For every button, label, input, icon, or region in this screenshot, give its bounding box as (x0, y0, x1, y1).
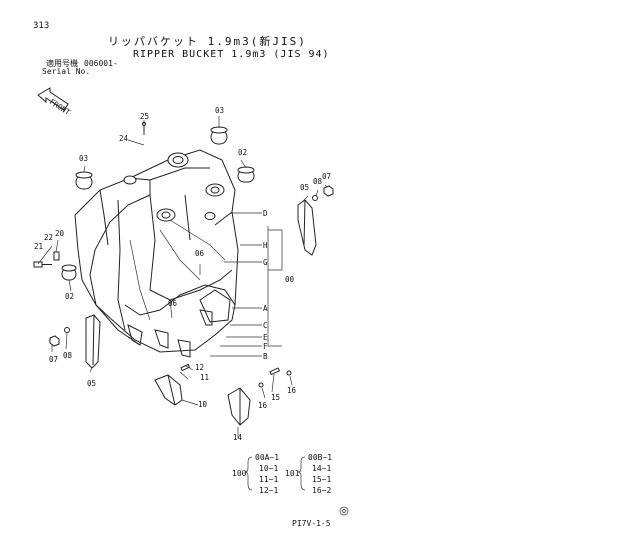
bucket-body (74, 149, 239, 358)
letter-d: D (263, 209, 268, 218)
serial-label-en: Serial No. (42, 67, 91, 76)
letter-e: E (263, 333, 268, 342)
kit-100-row-3: 11~1 (259, 475, 279, 484)
kit-100-row-2: 10~1 (259, 464, 279, 473)
part-21: 21 (34, 242, 43, 251)
page-number: 313 (33, 21, 50, 31)
part-15: 15 (271, 393, 280, 402)
letter-c: C (263, 321, 268, 330)
part-05-left: 05 (87, 379, 96, 388)
letter-f: F (263, 342, 268, 351)
part-03-top: 03 (215, 106, 224, 115)
part-03-left: 03 (79, 154, 88, 163)
part-06-lower: 06 (168, 299, 178, 308)
side-cutters (49, 185, 334, 369)
letter-labels: D H G A C E F B (263, 209, 268, 361)
footer-code: PI7V-1-5 (292, 519, 331, 528)
part-06-upper: 06 (195, 249, 205, 258)
serial-value: 006001- (84, 59, 118, 68)
title-english: RIPPER BUCKET 1.9m3 (JIS 94) (133, 49, 330, 60)
kit-braces (244, 456, 306, 491)
part-20: 20 (55, 229, 65, 238)
part-25: 25 (140, 112, 149, 121)
part-labels: 25 24 03 03 02 02 22 20 21 05 05 08 08 0… (34, 106, 331, 442)
kit-101-row-2: 14~1 (312, 464, 332, 473)
part-11: 11 (200, 373, 209, 382)
kit-100-number: 100 (232, 469, 247, 478)
part-07-left: 07 (49, 355, 58, 364)
part-22: 22 (44, 233, 53, 242)
kit-100-row-1: 00A~1 (255, 453, 280, 462)
part-08-right: 08 (313, 177, 323, 186)
title-japanese: リッパバケット 1.9m3(新JIS) (108, 35, 307, 48)
part-16-right: 16 (287, 386, 297, 395)
part-10: 10 (198, 400, 208, 409)
part-07-right: 07 (322, 172, 331, 181)
letter-b: B (263, 352, 268, 361)
part-08-left: 08 (63, 351, 73, 360)
front-arrow: FRONT (37, 87, 72, 117)
serial-label-jp: 適用号機 (46, 59, 78, 68)
bushings (33, 122, 255, 281)
part-16-left: 16 (258, 401, 268, 410)
kit-101-row-3: 15~1 (312, 475, 332, 484)
part-14: 14 (233, 433, 243, 442)
part-02-right: 02 (238, 148, 247, 157)
circled-mark (339, 506, 349, 516)
letter-h: H (263, 241, 268, 250)
kit-101-row-1: 00B~1 (308, 453, 333, 462)
letter-g: G (263, 258, 268, 267)
part-00: 00 (285, 275, 295, 284)
part-02-left: 02 (65, 292, 74, 301)
part-24: 24 (119, 134, 129, 143)
reference-lines (37, 116, 328, 438)
kit-101-row-4: 16~2 (312, 486, 332, 495)
part-12: 12 (195, 363, 204, 372)
kit-101-number: 101 (285, 469, 300, 478)
part-05-right: 05 (300, 183, 309, 192)
kit-100-row-4: 12~1 (259, 486, 279, 495)
letter-a: A (263, 304, 268, 313)
